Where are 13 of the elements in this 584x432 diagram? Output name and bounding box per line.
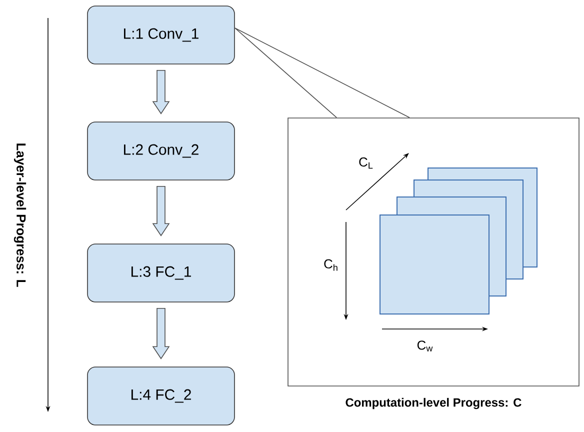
layer-box: L:2 Conv_2 bbox=[87, 122, 235, 180]
block-arrow bbox=[152, 186, 170, 236]
callout-pointer bbox=[234, 28, 410, 118]
axis-label: Layer-level Progress: L bbox=[14, 144, 26, 287]
dimension-label: C$_{w}$ bbox=[417, 340, 433, 352]
layer-box: L:3 FC_1 bbox=[87, 244, 235, 302]
layer-box: L:1 Conv_1 bbox=[87, 6, 235, 64]
block-arrow bbox=[152, 308, 170, 360]
block-arrow bbox=[152, 70, 170, 114]
dimension-label: C$_{h}$ bbox=[324, 259, 338, 271]
layer-box: L:4 FC_2 bbox=[87, 366, 235, 426]
node-label: Computation-level Progress: C bbox=[346, 398, 522, 410]
dimension-label: C$_{L}$ bbox=[359, 157, 373, 169]
